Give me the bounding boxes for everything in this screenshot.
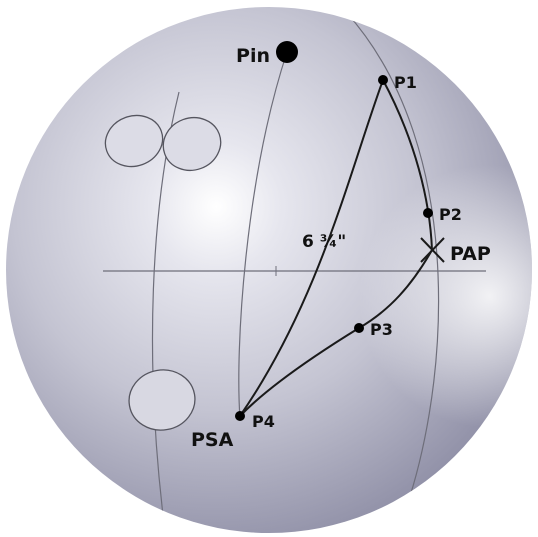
- label-p4: P4: [252, 412, 275, 431]
- label-pin: Pin: [236, 45, 270, 67]
- point-p1: [378, 75, 388, 85]
- point-p2: [423, 208, 433, 218]
- label-p3: P3: [370, 320, 393, 339]
- label-distance: 6 ¾": [302, 232, 346, 252]
- ball-rim-glow: [6, 7, 532, 533]
- point-p3: [354, 323, 364, 333]
- label-psa: PSA: [191, 429, 234, 451]
- pin-marker: [276, 41, 298, 63]
- point-p4: [235, 411, 245, 421]
- label-p2: P2: [439, 205, 462, 224]
- label-p1: P1: [394, 73, 417, 92]
- label-pap: PAP: [450, 243, 491, 265]
